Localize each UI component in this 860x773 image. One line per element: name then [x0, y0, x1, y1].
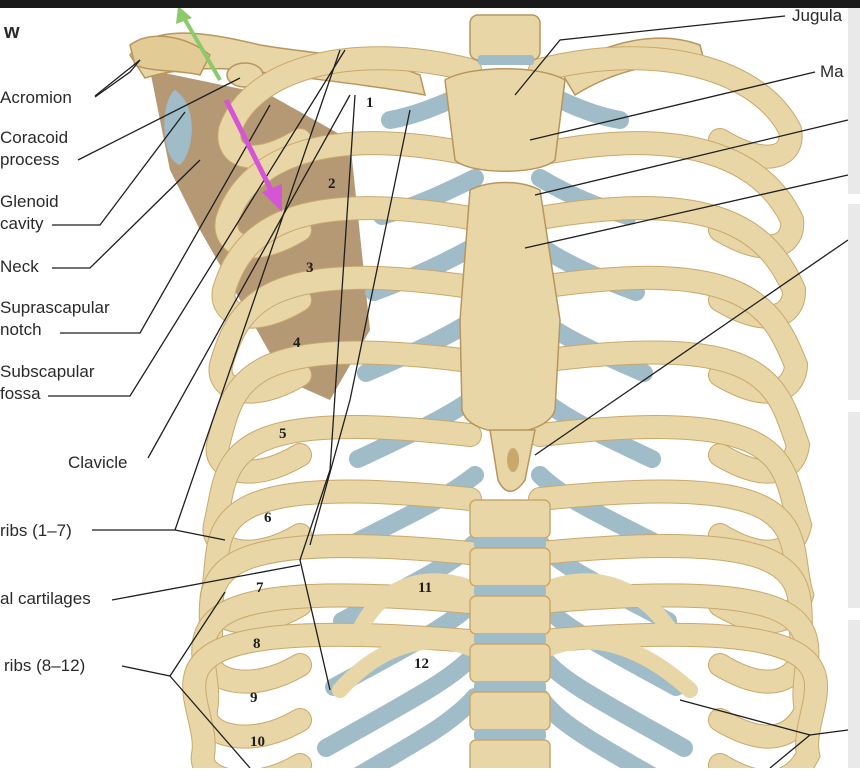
- rib-left: [183, 623, 481, 773]
- label-acromion: Acromion: [0, 88, 72, 107]
- vertebra: [469, 499, 551, 539]
- rib-number-11: 11: [418, 580, 432, 596]
- rib-number-8: 8: [253, 636, 261, 652]
- rib-right: [529, 47, 802, 168]
- rib-number-2: 2: [328, 176, 336, 192]
- top-bar: [0, 0, 860, 8]
- label-costal-cartilages: al cartilages: [0, 589, 91, 608]
- label-coracoid-line2: process: [0, 150, 60, 169]
- label-suprascapular-line1: Suprascapular: [0, 298, 110, 317]
- label-clavicle: Clavicle: [68, 453, 128, 472]
- label-glenoid-line1: Glenoid: [0, 192, 59, 211]
- label-manubrium: Ma: [820, 62, 844, 81]
- costal-cartilage-left: [345, 688, 484, 773]
- rib-11-right: [537, 573, 678, 638]
- side-panel-1: [848, 8, 860, 194]
- rib-number-10: 10: [250, 734, 265, 750]
- rib-number-3: 3: [306, 260, 314, 276]
- rib-number-1: 1: [366, 95, 374, 111]
- vertebra: [469, 643, 551, 683]
- rib-number-5: 5: [279, 426, 287, 442]
- label-suprascapular-line2: notch: [0, 320, 42, 339]
- rib-number-12: 12: [414, 656, 429, 672]
- vertebra: [469, 547, 551, 587]
- label-glenoid-line2: cavity: [0, 214, 44, 233]
- label-false-ribs: ribs (8–12): [4, 656, 86, 675]
- cervical-vertebra: [469, 14, 541, 65]
- heading-fragment: w: [4, 21, 20, 43]
- label-subscapular-line1: Subscapular: [0, 362, 95, 381]
- vertebra: [469, 691, 551, 731]
- vertebra: [469, 739, 551, 773]
- green-arrow-icon: [176, 6, 222, 82]
- intervertebral-disc: [474, 730, 546, 740]
- intervertebral-disc: [474, 586, 546, 596]
- side-panel-3: [848, 412, 860, 608]
- rib-12-left: [332, 633, 483, 698]
- intervertebral-disc: [474, 538, 546, 548]
- rib-number-9: 9: [250, 690, 258, 706]
- label-coracoid-line1: Coracoid: [0, 128, 69, 147]
- vertebra: [469, 595, 551, 635]
- label-subscapular-line2: fossa: [0, 384, 41, 403]
- rib-left: [206, 341, 481, 483]
- sternum-body-shape: [459, 181, 561, 434]
- magenta-arrow-icon: [223, 98, 282, 212]
- rib-11-left: [352, 573, 483, 638]
- side-panel-4: [848, 620, 860, 768]
- intervertebral-disc: [474, 634, 546, 644]
- rib-number-7: 7: [256, 580, 264, 596]
- rib-right: [529, 480, 814, 633]
- leader-lines: [48, 15, 849, 769]
- costal-cartilage-left: [317, 645, 484, 757]
- rib-number-6: 6: [264, 510, 272, 526]
- intervertebral-disc: [474, 682, 546, 692]
- vertebral-column: [469, 499, 551, 773]
- side-panel-2: [848, 204, 860, 400]
- rib-12-right: [537, 633, 698, 698]
- label-jugular: Jugula: [792, 6, 843, 25]
- label-true-ribs: ribs (1–7): [0, 521, 72, 540]
- rib-right: [529, 623, 828, 773]
- rib-number-4: 4: [293, 335, 301, 351]
- manubrium-shape: [444, 68, 566, 172]
- label-neck: Neck: [0, 257, 39, 276]
